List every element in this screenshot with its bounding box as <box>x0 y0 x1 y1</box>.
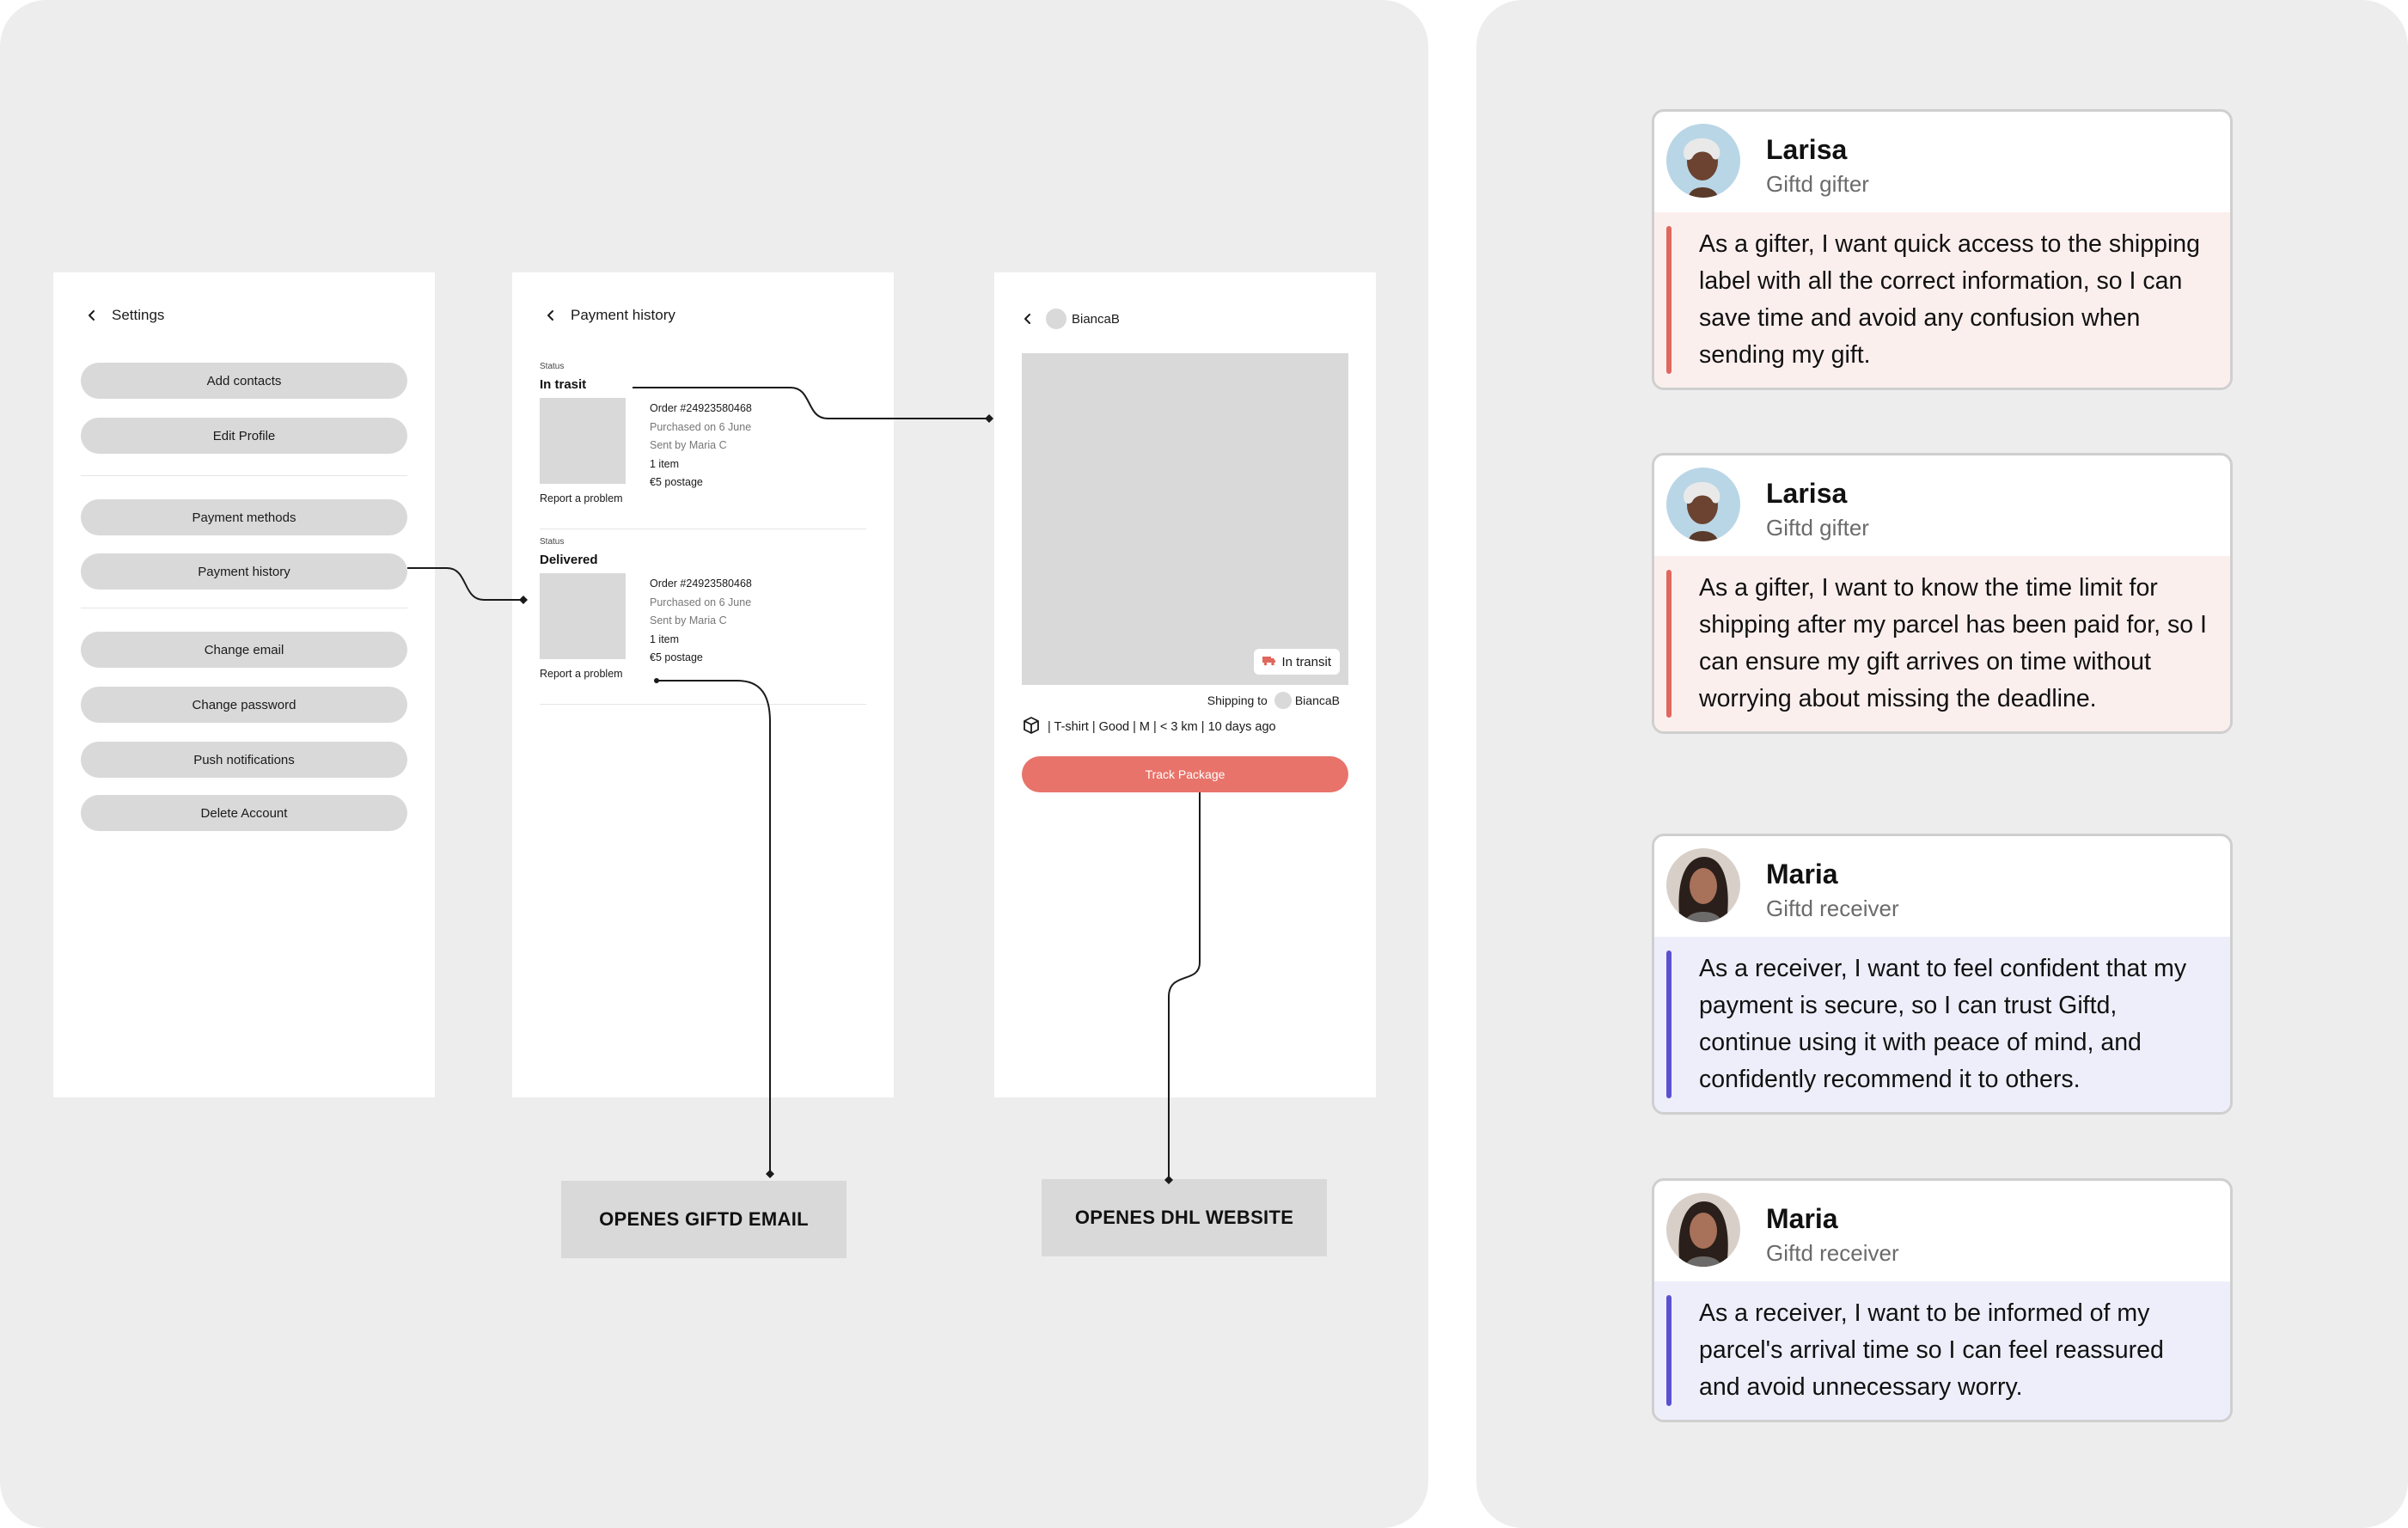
accent-bar <box>1666 226 1672 374</box>
connector-end-marker <box>1164 1176 1173 1184</box>
persona-name: Larisa <box>1766 134 1847 166</box>
accent-bar <box>1666 950 1672 1098</box>
persona-name: Maria <box>1766 859 1838 890</box>
story-text: As a receiver, I want to feel confident … <box>1654 937 2230 1112</box>
story-text: As a receiver, I want to be informed of … <box>1654 1281 2230 1420</box>
avatar <box>1666 468 1740 541</box>
story-text: As a gifter, I want quick access to the … <box>1654 212 2230 388</box>
connector-payment-history <box>407 568 523 600</box>
card-header: Larisa Giftd gifter <box>1654 112 2230 212</box>
connector-end-marker <box>985 414 993 423</box>
card-header: Maria Giftd receiver <box>1654 836 2230 937</box>
connector-start-dot <box>654 678 659 683</box>
card-header: Larisa Giftd gifter <box>1654 455 2230 556</box>
avatar <box>1666 1193 1740 1267</box>
accent-bar <box>1666 570 1672 718</box>
persona-role: Giftd receiver <box>1766 1240 1899 1267</box>
persona-role: Giftd receiver <box>1766 895 1899 922</box>
story-text-content: As a receiver, I want to feel confident … <box>1699 955 2186 1093</box>
persona-name: Maria <box>1766 1203 1838 1235</box>
user-story-card: Larisa Giftd gifter As a gifter, I want … <box>1652 109 2233 390</box>
connector-report-problem <box>657 681 770 1174</box>
avatar <box>1666 124 1740 198</box>
persona-role: Giftd gifter <box>1766 171 1869 198</box>
user-story-card: Maria Giftd receiver As a receiver, I wa… <box>1652 1178 2233 1422</box>
flow-connectors <box>0 0 1428 1528</box>
connector-end-marker <box>519 596 528 604</box>
connector-track-package <box>1169 792 1200 1180</box>
story-text: As a gifter, I want to know the time lim… <box>1654 556 2230 731</box>
persona-name: Larisa <box>1766 478 1847 510</box>
connector-in-transit <box>633 388 989 419</box>
user-story-card: Maria Giftd receiver As a receiver, I wa… <box>1652 834 2233 1115</box>
accent-bar <box>1666 1295 1672 1406</box>
connector-end-marker <box>766 1170 774 1178</box>
user-story-card: Larisa Giftd gifter As a gifter, I want … <box>1652 453 2233 734</box>
persona-role: Giftd gifter <box>1766 515 1869 541</box>
story-text-content: As a receiver, I want to be informed of … <box>1699 1299 2164 1401</box>
story-text-content: As a gifter, I want to know the time lim… <box>1699 574 2207 712</box>
card-header: Maria Giftd receiver <box>1654 1181 2230 1281</box>
avatar <box>1666 848 1740 922</box>
story-text-content: As a gifter, I want quick access to the … <box>1699 230 2200 369</box>
